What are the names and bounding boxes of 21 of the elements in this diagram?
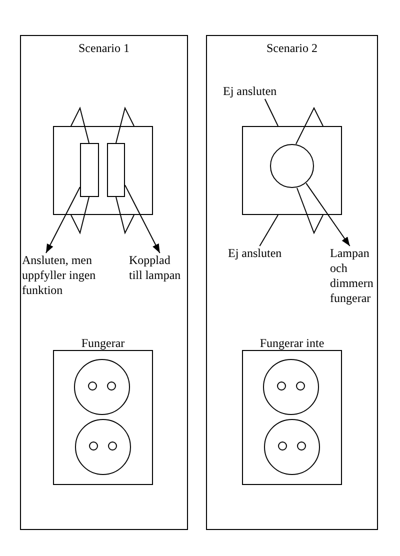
leader-line [259,214,278,246]
callout-label: Kopplad till lampan [129,253,184,283]
arrow [124,184,160,254]
callout-label: Ej ansluten [223,84,277,99]
terminal-block [107,143,125,197]
dimmer-knob [270,144,314,188]
switch-box [53,126,153,215]
callout-label: Lampan och dimmern fungerar [330,246,376,306]
callout-label: Ej ansluten [228,246,282,261]
panel-title: Scenario 1 [78,41,130,56]
leader-line [264,98,278,126]
arrow [306,182,350,246]
outlet-caption: Fungerar [81,336,125,351]
scenario-panel [206,35,378,530]
callout-label: Ansluten, men uppfyller ingen funktion [22,253,102,298]
outlet-caption: Fungerar inte [260,336,324,351]
arrow [46,186,80,254]
panel-title: Scenario 2 [266,41,318,56]
terminal-block [80,143,99,197]
scenario-panel [20,35,188,530]
switch-box [242,126,342,215]
